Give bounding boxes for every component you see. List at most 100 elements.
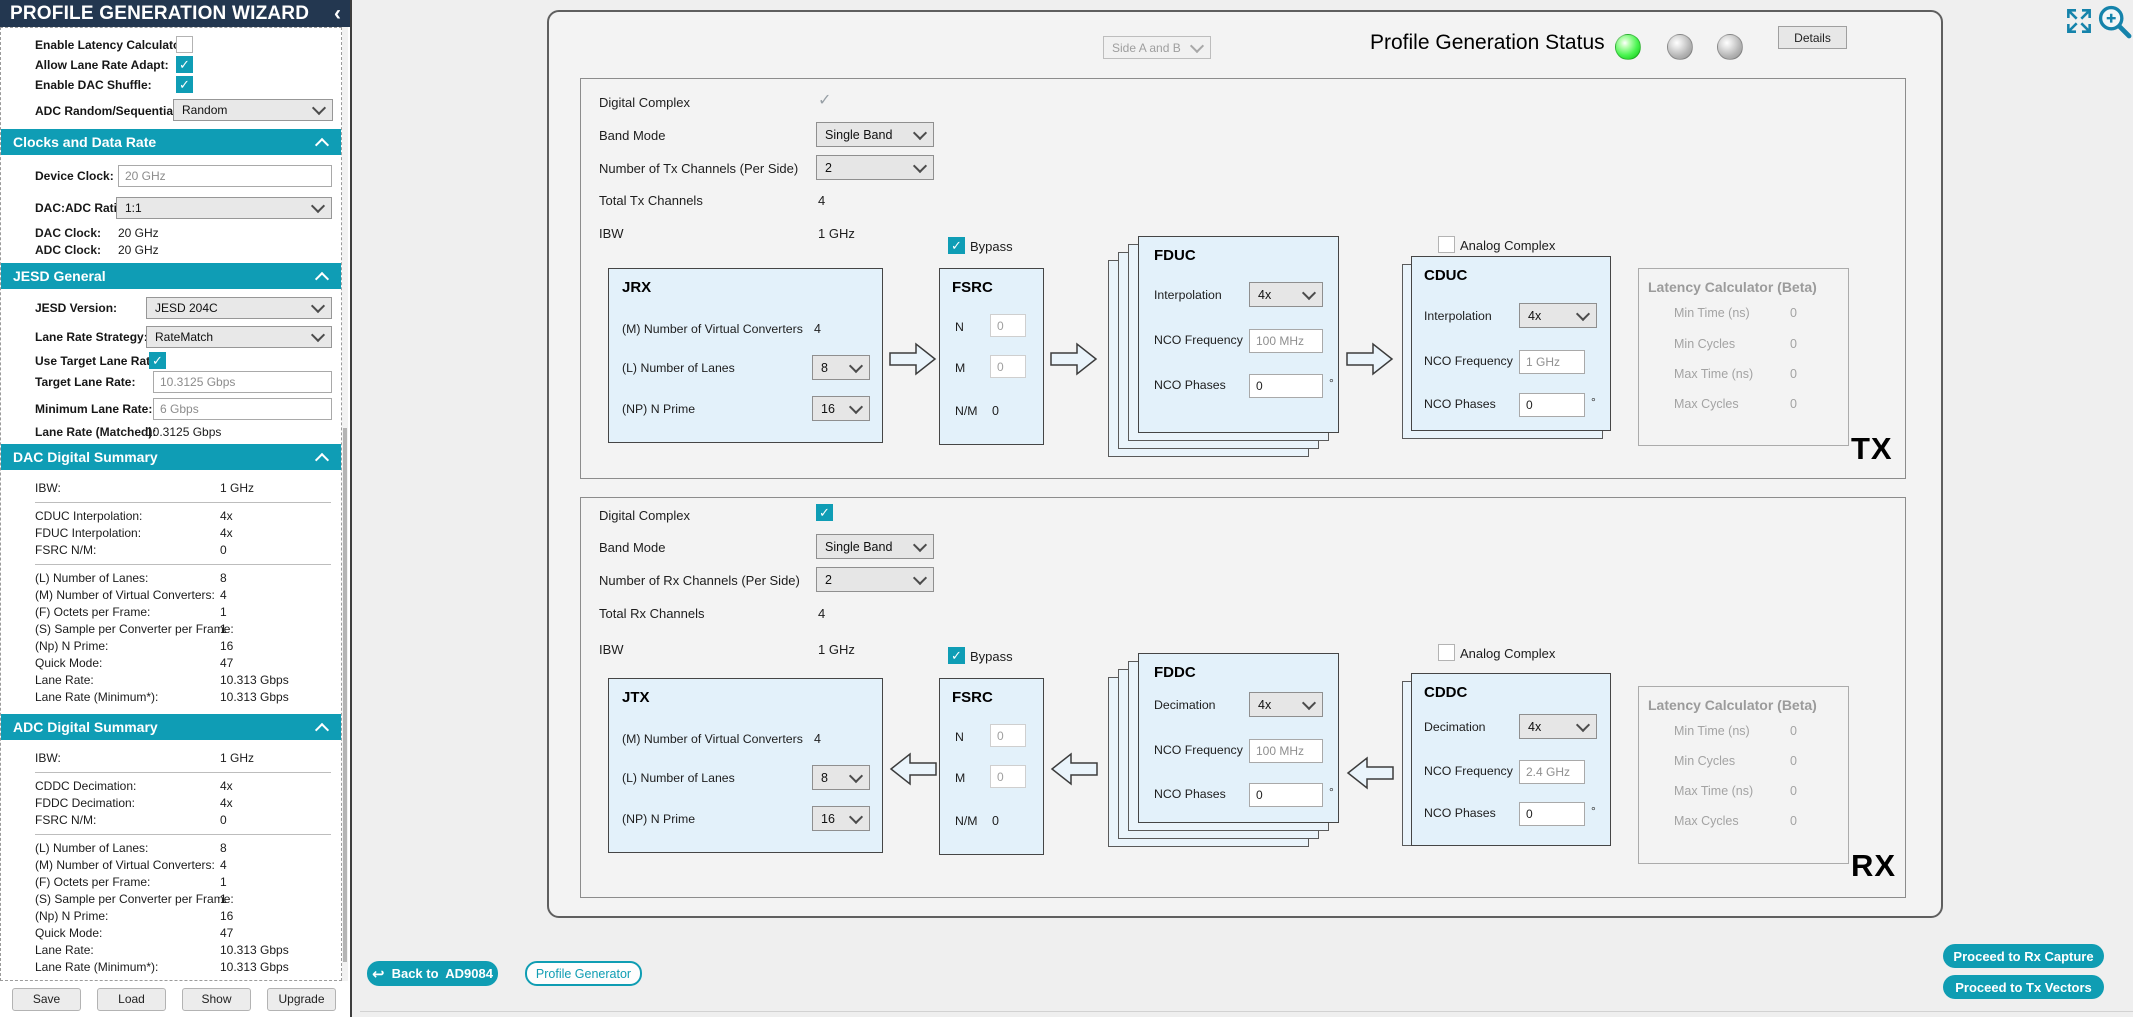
jrx-lanes-select[interactable]: 8 xyxy=(812,355,870,380)
tx-channels-label: Number of Tx Channels (Per Side) xyxy=(599,161,799,176)
section-header-jesd[interactable]: JESD General xyxy=(1,263,341,289)
lane-rate-matched-value: 10.3125 Gbps xyxy=(146,425,222,439)
rx-band-mode-select[interactable]: Single Band xyxy=(816,534,934,559)
show-button[interactable]: Show xyxy=(182,987,251,1011)
lane-rate-strategy-select[interactable]: RateMatch xyxy=(146,326,332,348)
fddc-decimation-select[interactable]: 4x xyxy=(1249,692,1323,717)
enable-latency-calculator-checkbox[interactable] xyxy=(176,36,193,53)
enable-dac-shuffle-checkbox[interactable]: ✓ xyxy=(176,76,193,93)
flow-arrow-right-icon xyxy=(889,342,937,376)
band-mode-label: Band Mode xyxy=(599,128,666,143)
dac-adc-ratio-select[interactable]: 1:1 xyxy=(116,197,332,219)
use-target-lane-rate-row: Use Target Lane Rate: ✓ xyxy=(1,352,341,371)
expand-icon[interactable] xyxy=(2063,5,2095,37)
lane-rate-strategy-label: Lane Rate Strategy: xyxy=(35,330,148,344)
digital-complex-label: Digital Complex xyxy=(599,508,691,523)
summary-row: FSRC N/M:0 xyxy=(35,543,227,557)
back-button[interactable]: ↩ Back to AD9084 xyxy=(367,961,498,986)
details-button[interactable]: Details xyxy=(1778,26,1847,49)
total-rx-channels-label: Total Rx Channels xyxy=(599,606,705,621)
tx-analog-complex-checkbox[interactable] xyxy=(1438,236,1455,253)
rx-channels-select[interactable]: 2 xyxy=(816,567,934,592)
chevron-down-icon xyxy=(1301,285,1317,300)
zoom-in-icon[interactable] xyxy=(2095,2,2133,40)
chevron-down-icon xyxy=(310,198,326,214)
chevron-down-icon xyxy=(1575,306,1591,321)
scrollbar-thumb[interactable] xyxy=(343,427,347,962)
cddc-block: CDDC Decimation 4x NCO Frequency NCO Pha… xyxy=(1411,673,1611,846)
chevron-down-icon xyxy=(912,537,928,552)
fduc-nco-frequency-input[interactable] xyxy=(1249,329,1323,353)
jtx-converters-value: 4 xyxy=(814,732,821,746)
cddc-decimation-select[interactable]: 4x xyxy=(1519,714,1597,739)
minimum-lane-rate-row: Minimum Lane Rate: xyxy=(1,398,341,422)
fduc-interpolation-select[interactable]: 4x xyxy=(1249,282,1323,307)
side-select[interactable]: Side A and B xyxy=(1103,36,1211,59)
rx-bypass-checkbox[interactable]: ✓ xyxy=(948,647,965,664)
cddc-nco-phases-input[interactable] xyxy=(1519,802,1585,826)
minimum-lane-rate-input[interactable] xyxy=(153,398,332,420)
divider xyxy=(35,772,331,773)
target-lane-rate-input[interactable] xyxy=(153,371,332,393)
digital-complex-label: Digital Complex xyxy=(599,95,691,110)
chevron-down-icon xyxy=(848,399,864,414)
tx-channels-select[interactable]: 2 xyxy=(816,155,934,180)
lane-rate-matched-row: Lane Rate (Matched): 10.3125 Gbps xyxy=(1,424,341,441)
jrx-nprime-select[interactable]: 16 xyxy=(812,396,870,421)
cduc-interpolation-select[interactable]: 4x xyxy=(1519,303,1597,328)
sidebar-content: Enable Latency Calculator: Allow Lane Ra… xyxy=(0,27,342,981)
cddc-nco-frequency-input[interactable] xyxy=(1519,760,1585,784)
dac-clock-value: 20 GHz xyxy=(118,226,159,240)
jtx-nprime-select[interactable]: 16 xyxy=(812,806,870,831)
upgrade-button[interactable]: Upgrade xyxy=(267,987,336,1011)
summary-row: Lane Rate:10.313 Gbps xyxy=(35,943,289,957)
flow-arrow-right-icon xyxy=(1346,342,1394,376)
fsrc-m-input[interactable] xyxy=(990,355,1026,378)
fddc-nco-frequency-input[interactable] xyxy=(1249,739,1323,763)
cduc-nco-phases-input[interactable] xyxy=(1519,393,1585,417)
sidebar-scrollbar[interactable] xyxy=(342,27,348,981)
rx-digital-complex-checkbox[interactable]: ✓ xyxy=(816,504,833,521)
device-clock-input[interactable] xyxy=(118,165,332,187)
tx-latency-calculator: Latency Calculator (Beta) Min Time (ns)0… xyxy=(1638,268,1849,446)
cduc-nco-frequency-input[interactable] xyxy=(1519,350,1585,374)
save-button[interactable]: Save xyxy=(12,987,81,1011)
fsrc-n-input[interactable] xyxy=(990,724,1026,747)
proceed-tx-vectors-button[interactable]: Proceed to Tx Vectors xyxy=(1943,975,2104,999)
fddc-nco-phases-input[interactable] xyxy=(1249,783,1323,807)
band-mode-select[interactable]: Single Band xyxy=(816,122,934,147)
proceed-rx-capture-button[interactable]: Proceed to Rx Capture xyxy=(1943,944,2104,968)
flow-arrow-left-icon xyxy=(1050,752,1098,786)
fduc-nco-phases-input[interactable] xyxy=(1249,374,1323,398)
fsrc-m-input[interactable] xyxy=(990,765,1026,788)
section-header-adc-summary[interactable]: ADC Digital Summary xyxy=(1,714,341,740)
ibw-label: IBW: xyxy=(35,481,61,495)
band-mode-label: Band Mode xyxy=(599,540,666,555)
summary-row: Quick Mode:47 xyxy=(35,926,234,940)
chevron-down-icon xyxy=(848,358,864,373)
jesd-version-select[interactable]: JESD 204C xyxy=(146,297,332,319)
section-header-dac-summary[interactable]: DAC Digital Summary xyxy=(1,444,341,470)
allow-lane-rate-adapt-checkbox[interactable]: ✓ xyxy=(176,56,193,73)
collapse-chevron-icon[interactable]: ‹ xyxy=(334,1,341,25)
summary-row: Lane Rate (Minimum*):10.313 Gbps xyxy=(35,960,289,974)
fsrc-n-input[interactable] xyxy=(990,314,1026,337)
jrx-block: JRX (M) Number of Virtual Converters 4 (… xyxy=(608,268,883,443)
rx-section: Digital Complex ✓ Band Mode Single Band … xyxy=(580,497,1906,898)
profile-generator-button[interactable]: Profile Generator xyxy=(525,961,642,986)
dac-adc-ratio-label: DAC:ADC Ratio: xyxy=(35,201,129,215)
degree-symbol: ° xyxy=(1591,395,1596,409)
chevron-down-icon xyxy=(912,158,928,173)
section-header-clocks[interactable]: Clocks and Data Rate xyxy=(1,129,341,155)
adc-random-sequential-select[interactable]: Random xyxy=(173,99,333,121)
sidebar: PROFILE GENERATION WIZARD ‹ Enable Laten… xyxy=(0,0,352,1017)
jtx-lanes-select[interactable]: 8 xyxy=(812,765,870,790)
tx-bypass-checkbox[interactable]: ✓ xyxy=(948,237,965,254)
divider xyxy=(35,502,331,503)
use-target-lane-rate-checkbox[interactable]: ✓ xyxy=(149,352,166,369)
rx-analog-complex-checkbox[interactable] xyxy=(1438,644,1455,661)
dac-clock-label: DAC Clock: xyxy=(35,226,102,240)
fduc-block: FDUC Interpolation 4x NCO Frequency NCO … xyxy=(1138,236,1339,433)
load-button[interactable]: Load xyxy=(97,987,166,1011)
flow-arrow-left-icon xyxy=(889,752,937,786)
